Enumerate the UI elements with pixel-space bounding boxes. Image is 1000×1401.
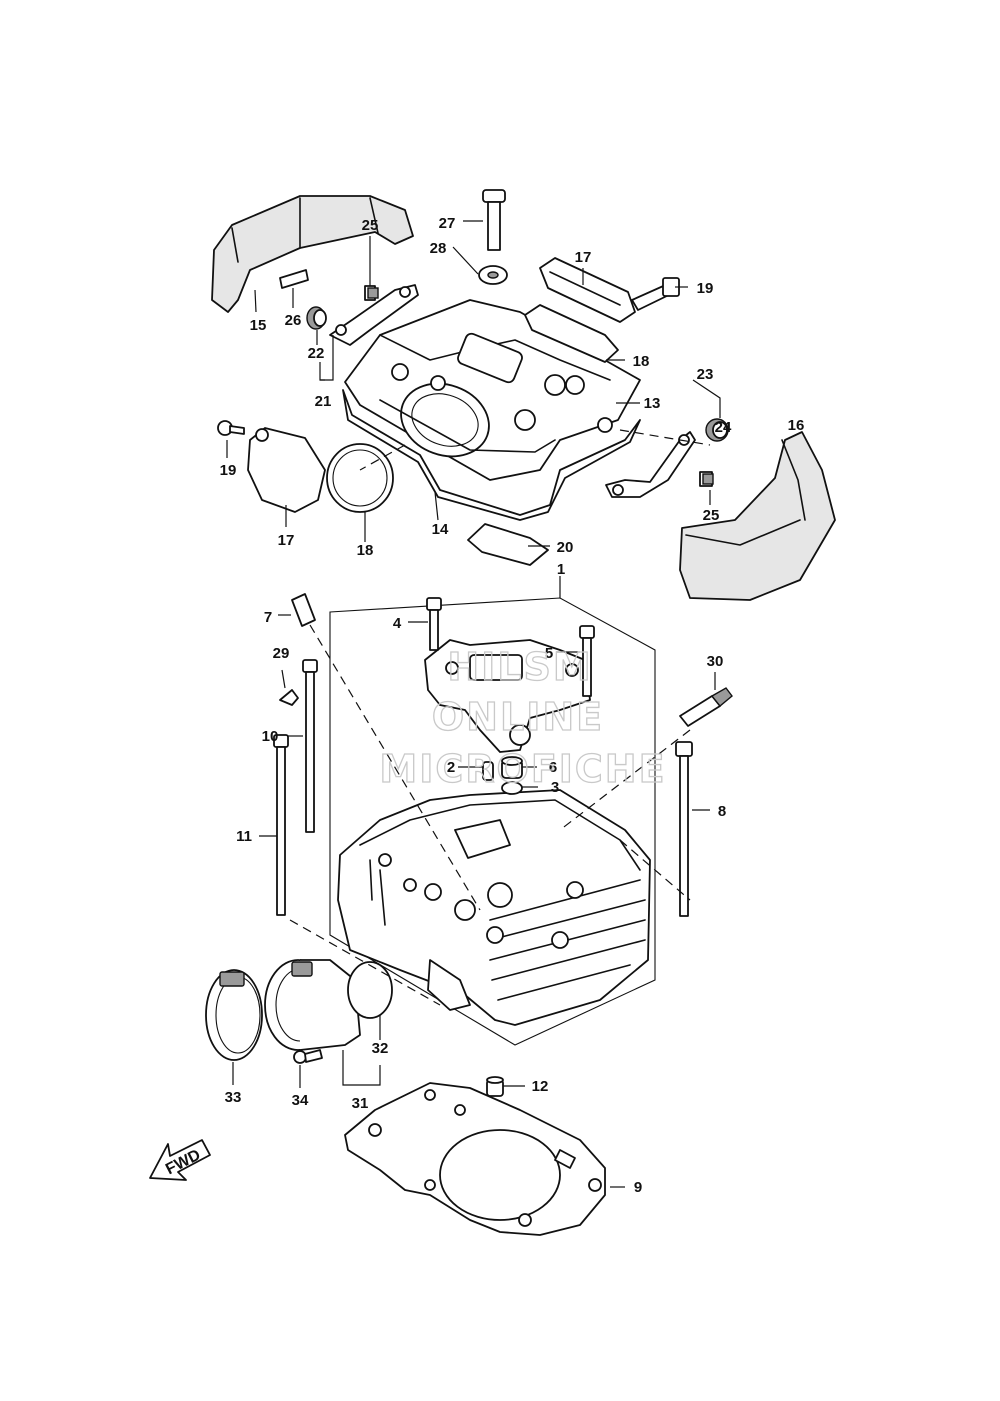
label-33: 33 bbox=[225, 1089, 242, 1106]
label-34: 34 bbox=[292, 1092, 309, 1109]
label-8: 8 bbox=[718, 803, 726, 820]
part-26-plate bbox=[279, 269, 309, 289]
part-23-bracket bbox=[605, 431, 696, 498]
part-29-clip bbox=[279, 689, 299, 706]
watermark-line-3: MICROFICHE bbox=[379, 747, 666, 791]
part-5-bolt bbox=[579, 625, 595, 697]
part-number-labels: 27 28 25 26 15 22 21 17 18 19 13 23 24 1… bbox=[220, 215, 805, 1196]
label-16: 16 bbox=[788, 417, 805, 434]
label-15: 15 bbox=[250, 317, 267, 334]
part-34-screw bbox=[293, 1049, 323, 1064]
label-29: 29 bbox=[273, 645, 290, 662]
part-18-o-ring-upper bbox=[524, 304, 619, 363]
part-14-head-cover-gasket bbox=[342, 389, 641, 521]
part-18-o-ring-lower bbox=[326, 443, 394, 513]
part-30-spark-plug bbox=[679, 687, 733, 727]
part-3-o-ring bbox=[501, 781, 523, 795]
label-23: 23 bbox=[697, 366, 714, 383]
part-6-cap bbox=[501, 756, 523, 779]
label-31: 31 bbox=[352, 1095, 369, 1112]
label-13: 13 bbox=[644, 395, 661, 412]
part-10-stud-bolt bbox=[302, 659, 318, 833]
watermark-line-1: HILSM bbox=[447, 645, 592, 689]
label-3: 3 bbox=[551, 779, 559, 796]
label-28: 28 bbox=[430, 240, 447, 257]
label-27: 27 bbox=[439, 215, 456, 232]
label-7: 7 bbox=[264, 609, 272, 626]
label-19-lower: 19 bbox=[220, 462, 237, 479]
part-12-dowel-pin bbox=[486, 1076, 504, 1097]
label-11: 11 bbox=[236, 828, 252, 845]
part-4-bolt bbox=[426, 597, 442, 651]
label-32: 32 bbox=[372, 1040, 389, 1057]
part-32-o-ring bbox=[347, 961, 393, 1019]
label-12: 12 bbox=[532, 1078, 549, 1095]
label-9: 9 bbox=[634, 1179, 642, 1196]
part-15-head-cover-left bbox=[211, 195, 414, 313]
part-20-gasket bbox=[467, 523, 549, 566]
part-17-cover-lower bbox=[247, 427, 326, 513]
label-22: 22 bbox=[308, 345, 325, 362]
label-30: 30 bbox=[707, 653, 724, 670]
label-10: 10 bbox=[262, 728, 279, 745]
part-33-clamp bbox=[205, 969, 263, 1061]
label-1: 1 bbox=[557, 561, 565, 578]
label-2: 2 bbox=[447, 759, 455, 776]
part-camshaft-holder bbox=[424, 639, 591, 753]
watermark-line-2: ONLINE bbox=[432, 695, 604, 739]
part-28-washer bbox=[478, 265, 508, 285]
alignment-lines bbox=[289, 429, 711, 1006]
label-25-lower: 25 bbox=[703, 507, 720, 524]
label-17-lower: 17 bbox=[278, 532, 295, 549]
part-19-bolt-lower bbox=[217, 420, 245, 436]
label-18-upper: 18 bbox=[633, 353, 650, 370]
part-9-head-gasket bbox=[344, 1082, 606, 1236]
leader-lines bbox=[226, 220, 721, 1188]
label-6: 6 bbox=[549, 759, 557, 776]
part-11-stud-bolt bbox=[273, 734, 289, 916]
label-4: 4 bbox=[393, 615, 402, 632]
label-24: 24 bbox=[715, 419, 732, 436]
part-25-screw-upper bbox=[364, 285, 379, 301]
label-18-lower: 18 bbox=[357, 542, 374, 559]
label-19-upper: 19 bbox=[697, 280, 714, 297]
label-21: 21 bbox=[315, 393, 332, 410]
part-27-bolt bbox=[482, 189, 506, 251]
part-19-bolt-upper bbox=[631, 277, 680, 311]
part-7-plug bbox=[291, 593, 316, 627]
label-25-upper: 25 bbox=[362, 217, 379, 234]
part-2-dowel-pin bbox=[482, 761, 494, 781]
part-1-cylinder-head bbox=[337, 789, 651, 1026]
label-26: 26 bbox=[285, 312, 302, 329]
part-31-intake-pipe bbox=[264, 959, 361, 1051]
part-22-damper bbox=[306, 306, 327, 330]
label-5: 5 bbox=[545, 645, 553, 662]
watermark: HILSM ONLINE MICROFICHE bbox=[379, 644, 666, 791]
label-17-upper: 17 bbox=[575, 249, 592, 266]
part-16-head-cover-right bbox=[679, 431, 836, 601]
part-17-cover-upper bbox=[539, 257, 636, 323]
part-24-damper bbox=[705, 418, 729, 442]
fwd-arrow-icon: FWD bbox=[149, 1139, 211, 1181]
part-8-stud-bolt bbox=[675, 741, 693, 917]
label-20: 20 bbox=[557, 539, 574, 556]
part-25-screw-lower bbox=[699, 471, 714, 487]
part-21-bracket bbox=[329, 284, 419, 346]
label-14: 14 bbox=[432, 521, 449, 538]
